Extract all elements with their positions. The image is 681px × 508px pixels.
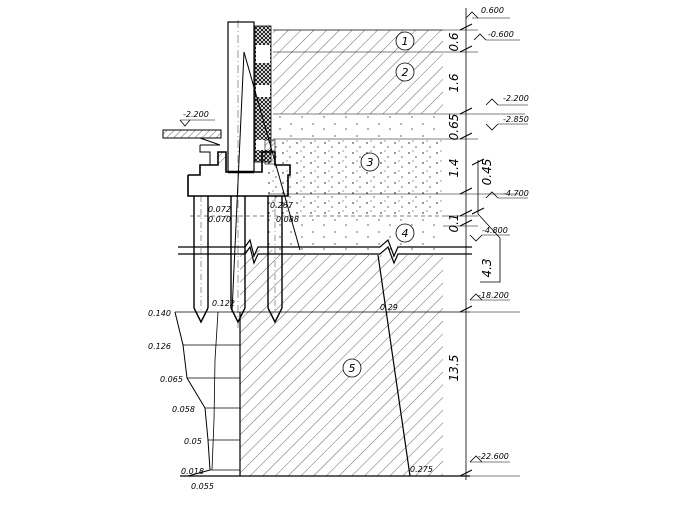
stress-diagram <box>174 311 470 477</box>
thickness-l3c: 0.45 <box>480 159 494 186</box>
soil-layers <box>190 29 443 476</box>
stress-bottom-left: 0.055 <box>191 482 214 491</box>
elevation-e4: -4.700 <box>503 189 529 198</box>
soil-layer-3 <box>268 139 443 194</box>
stress-diag-1: 0.126 <box>148 342 171 351</box>
conditional-foundation-contour <box>231 51 411 477</box>
soil-layer-3a <box>273 114 443 139</box>
soil-layer-3c <box>268 194 443 216</box>
stress-mid-b: 0.088 <box>276 215 299 224</box>
soil-layer-1 <box>273 30 443 52</box>
pile-cap <box>187 139 291 197</box>
elevation-e6: -18.200 <box>478 291 509 300</box>
piles <box>193 20 283 330</box>
elevation-e2: -2.200 <box>503 94 529 103</box>
soil-layer-2 <box>273 52 443 114</box>
elevation-e1: -0.600 <box>488 30 514 39</box>
column <box>227 21 255 173</box>
layer-circle-4 <box>395 223 415 243</box>
elevation-left: -2.200 <box>183 110 209 119</box>
thickness-l5: 13.5 <box>447 355 461 382</box>
break-line <box>178 238 472 265</box>
layer-number-2: 2 <box>402 66 409 79</box>
thickness-l3a: 0.65 <box>447 114 461 141</box>
layer-circle-1 <box>395 31 415 51</box>
elevation-labels: 0.600 -0.600 -2.200 -2.200 -2.850 -4.700… <box>183 6 529 461</box>
elevation-e3: -2.850 <box>503 115 529 124</box>
layer-number-markers: 1 2 3 4 5 <box>342 31 415 378</box>
stress-bottom-right: 0.275 <box>410 465 433 474</box>
thickness-l4b: 4.3 <box>480 258 494 277</box>
layer-number-4: 4 <box>402 227 409 240</box>
pile-left <box>193 196 209 324</box>
stress-labels: 0.072 0.070 0.267 0.088 0.122 0.29 0.140… <box>148 201 433 491</box>
pile-right <box>267 196 283 324</box>
thickness-l4a: 0.1 <box>447 213 461 232</box>
stress-diag-4: 0.05 <box>184 437 202 446</box>
elevation-e7: -22.600 <box>478 452 509 461</box>
thickness-l1: 0.6 <box>447 32 461 51</box>
dimension-chain <box>179 8 528 480</box>
stress-scale-top: 0.140 <box>148 309 171 318</box>
stress-diag-5: 0.018 <box>181 467 204 476</box>
thickness-labels: 0.6 1.6 0.65 1.4 0.45 0.1 4.3 13.5 <box>447 32 494 381</box>
soil-layer-5 <box>240 250 443 476</box>
stress-diag-3: 0.058 <box>172 405 195 414</box>
layer-number-3: 3 <box>367 156 374 169</box>
layer-circle-2 <box>395 62 415 82</box>
pile-center <box>230 20 246 330</box>
floor-slab <box>162 129 222 166</box>
stress-tip-right: 0.29 <box>380 303 398 312</box>
stress-tip-left: 0.122 <box>212 299 235 308</box>
layer-number-1: 1 <box>402 35 409 48</box>
elevation-e5: -4.800 <box>482 226 508 235</box>
stress-mid-a: 0.267 <box>270 201 294 210</box>
layer-circle-5 <box>342 358 362 378</box>
stress-diag-2: 0.065 <box>160 375 183 384</box>
layer-circle-3 <box>360 152 380 172</box>
stress-pile-head-b: 0.070 <box>208 215 231 224</box>
thickness-l3b: 1.4 <box>447 158 461 177</box>
elevation-top: 0.600 <box>481 6 504 15</box>
layer-number-5: 5 <box>349 362 356 375</box>
column-and-wall <box>227 21 272 174</box>
thickness-l2: 1.6 <box>447 73 461 92</box>
stress-pile-head-a: 0.072 <box>208 205 231 214</box>
